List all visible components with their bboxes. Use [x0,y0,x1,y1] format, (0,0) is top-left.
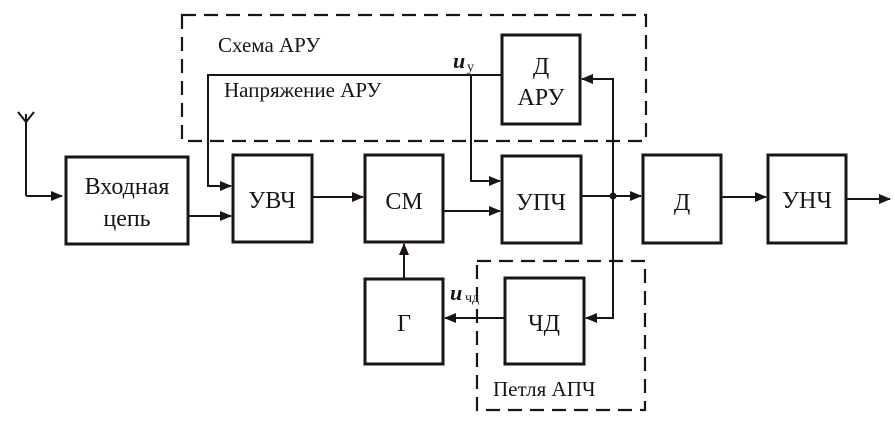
detector-block: Д [641,153,723,245]
agc-voltage-subscript: у [467,60,474,75]
wire-ifamp-to-freq-detector [585,196,614,323]
wire-ifamp-to-agc-detector [581,74,614,196]
input-circuit-label-line2: цепь [103,206,150,232]
oscillator-block: Г [363,277,445,366]
freq-detector-label: ЧД [528,311,560,337]
agc-voltage-label: Напряжение АРУ [224,78,382,102]
afc-group-label: Петля АПЧ [493,377,596,401]
agc-voltage-symbol: u [453,48,465,73]
rf-amp-label: УВЧ [248,188,295,214]
agc-group-label: Схема АРУ [218,33,320,57]
agc-voltage-signal-label: u у [453,48,474,75]
afc-group-boundary [475,259,647,412]
if-amp-block: УПЧ [500,154,583,245]
af-amp-block: УНЧ [766,153,848,245]
fd-voltage-symbol: u [450,280,462,305]
agc-group-boundary [180,13,648,143]
wire-agc-to-ifamp [470,75,501,186]
input-circuit-label-line1: Входная [85,174,170,200]
mixer-block: СМ [363,153,445,244]
af-amp-label: УНЧ [782,188,832,214]
agc-detector-block: Д АРУ [500,33,582,126]
oscillator-label: Г [397,311,411,337]
freq-detector-block: ЧД [503,276,586,366]
antenna-icon [17,111,63,201]
mixer-label: СМ [385,189,422,215]
detector-label: Д [674,190,690,216]
input-circuit-block: Входная цепь [64,155,190,246]
fd-voltage-signal-label: u чд [450,280,479,306]
fd-voltage-subscript: чд [465,291,479,306]
agc-detector-label-line2: АРУ [517,85,564,111]
wire-agc-to-rfamp [207,74,502,191]
rf-amp-block: УВЧ [231,153,314,244]
agc-detector-label-line1: Д [533,54,549,80]
if-amp-label: УПЧ [516,190,566,216]
